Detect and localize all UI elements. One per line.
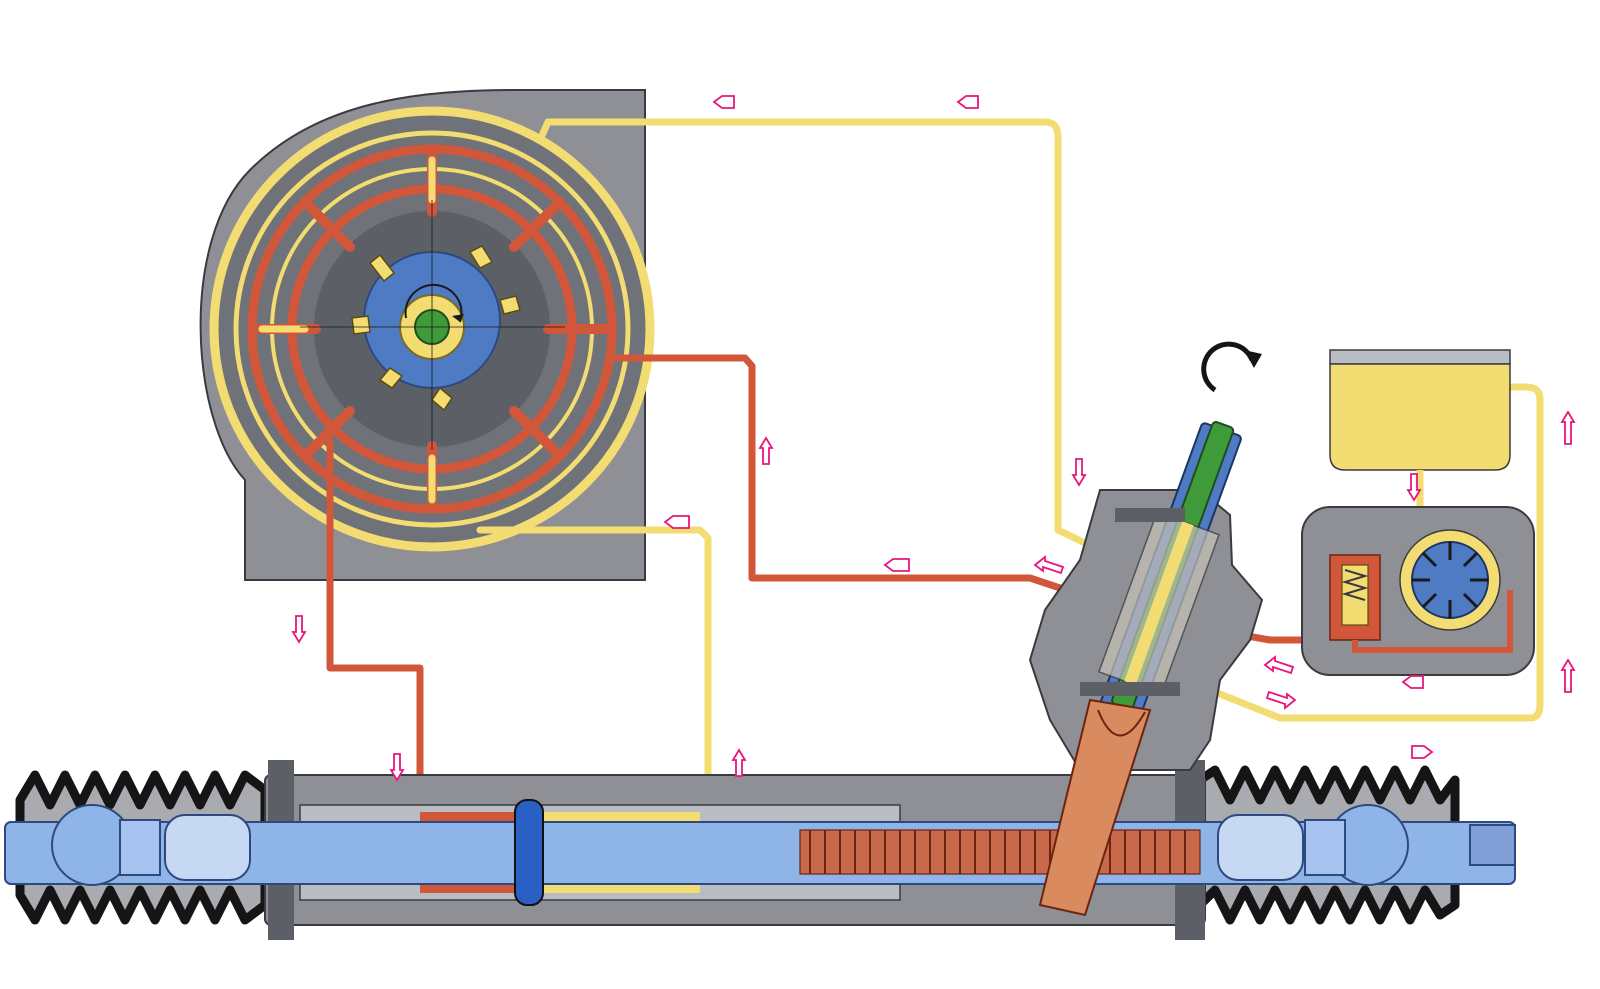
pinion-valve-housing — [1028, 341, 1264, 917]
flow-arrow-icon — [731, 748, 747, 777]
reservoir-cap — [1329, 349, 1511, 365]
flow-arrow-icon — [1560, 658, 1576, 693]
right-tie-rod-end — [1217, 804, 1516, 886]
flow-arrow-icon — [1071, 458, 1087, 487]
rack-tooth-lines — [809, 830, 1186, 874]
steering-rotation-arrowhead-icon — [1244, 350, 1262, 368]
reservoir-tank — [1329, 363, 1511, 471]
flow-arrow-icon — [291, 615, 307, 644]
flow-arrow-icon — [1265, 690, 1297, 710]
valve-rotation-arrow-icon — [404, 283, 463, 323]
flow-arrow-icon — [1406, 473, 1422, 502]
valve-seals — [1080, 508, 1185, 696]
flow-arrow-icon — [758, 436, 774, 465]
return-lines — [476, 118, 1544, 804]
rotary-valve — [199, 89, 655, 581]
valve-rotation-arrowhead-icon — [452, 314, 464, 322]
relief-spring-icon — [1341, 569, 1369, 601]
flow-arrow-icon — [1411, 745, 1434, 759]
steering-rotation-arrow-icon — [1201, 341, 1255, 393]
flow-arrow-icon — [1401, 675, 1424, 689]
flow-arrow-icon — [883, 558, 910, 572]
left-tie-rod-end — [51, 804, 251, 886]
flow-arrow-icon — [956, 95, 979, 109]
pump-outlet-line — [1352, 590, 1513, 653]
steering-gear-rack — [4, 760, 1516, 940]
valve-ring-2 — [233, 130, 631, 528]
rack-teeth — [799, 829, 1201, 875]
pressure-relief-valve — [1329, 554, 1381, 641]
flow-arrow-icon — [712, 95, 735, 109]
flow-arrow-icon — [663, 515, 690, 529]
flow-arrow-icon — [389, 753, 405, 782]
hydraulic-pump — [1301, 506, 1535, 676]
rack-piston — [514, 799, 544, 906]
flow-arrow-icon — [1263, 655, 1295, 675]
pinion-fork — [1097, 709, 1146, 737]
flow-arrow-icon — [1033, 555, 1065, 575]
valve-rotor-slots — [351, 245, 521, 412]
input-shaft — [1097, 421, 1242, 719]
pinion-gear — [1038, 698, 1152, 917]
pump-vanes — [1412, 542, 1488, 618]
valve-return-ports — [258, 156, 436, 504]
flow-arrow-icon — [1560, 410, 1576, 445]
flow-arrows — [291, 95, 1576, 782]
